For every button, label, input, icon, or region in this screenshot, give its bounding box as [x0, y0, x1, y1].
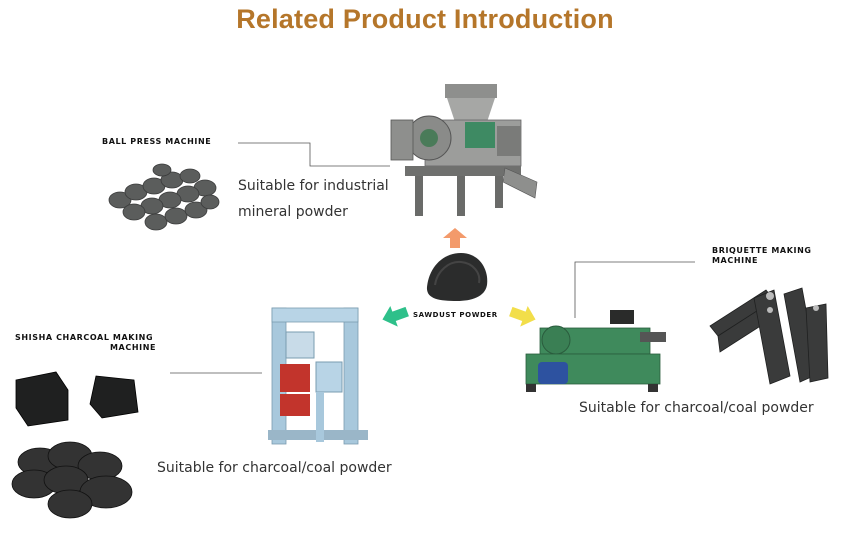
shisha-label-1: SHISHA CHARCOAL MAKING: [15, 333, 154, 342]
briquette-label-1: BRIQUETTE MAKING: [712, 246, 812, 255]
block-press-machine-image: [268, 307, 368, 445]
arrow-left-icon: [382, 306, 409, 327]
ball-briquettes-image: [108, 163, 220, 231]
sawdust-powder-label: SAWDUST POWDER: [413, 311, 498, 319]
shisha-charcoal-image: [11, 371, 139, 519]
shisha-desc: Suitable for charcoal/coal powder: [157, 460, 392, 476]
ball-press-desc-1: Suitable for industrial: [238, 178, 389, 194]
arrow-right-icon: [509, 306, 536, 327]
briquette-label-2: MACHINE: [712, 256, 759, 265]
ball-press-desc-2: mineral powder: [238, 204, 348, 220]
ball-press-machine-image: [390, 84, 538, 216]
page-title: Related Product Introduction: [236, 4, 614, 34]
sawdust-powder-image: [426, 253, 488, 301]
ball-press-label: BALL PRESS MACHINE: [102, 137, 212, 146]
briquette-extruder-machine-image: [525, 310, 666, 392]
arrow-up-icon: [443, 228, 467, 248]
briquette-desc: Suitable for charcoal/coal powder: [579, 400, 814, 416]
briquette-sticks-image: [709, 287, 829, 385]
shisha-label-2: MACHINE: [110, 343, 157, 352]
